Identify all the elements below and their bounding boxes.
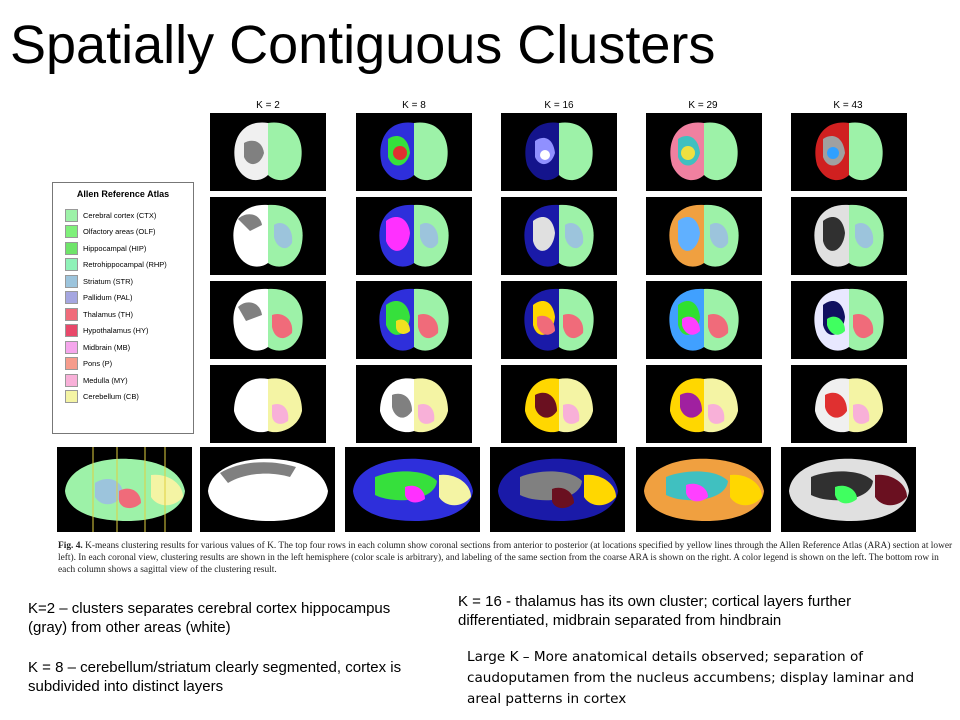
coronal-panel xyxy=(356,197,472,275)
coronal-panel xyxy=(646,281,762,359)
coronal-panel xyxy=(791,365,907,443)
legend-swatch xyxy=(65,324,78,338)
legend-item: Hippocampal (HIP) xyxy=(65,240,193,257)
sagittal-panel xyxy=(200,447,335,532)
coronal-panel xyxy=(501,281,617,359)
coronal-panel xyxy=(210,197,326,275)
coronal-panel xyxy=(356,365,472,443)
coronal-panel xyxy=(501,197,617,275)
legend-swatch xyxy=(65,258,78,272)
column-label-k29: K = 29 xyxy=(688,100,718,111)
atlas-legend: Allen Reference Atlas Cerebral cortex (C… xyxy=(52,182,194,434)
legend-swatch xyxy=(65,208,78,222)
coronal-panel xyxy=(501,365,617,443)
legend-label: Pons (P) xyxy=(83,359,113,369)
sagittal-panel xyxy=(490,447,625,532)
caption-text: K-means clustering results for various v… xyxy=(58,541,953,575)
coronal-panel xyxy=(501,113,617,191)
column-label-k8: K = 8 xyxy=(402,100,426,111)
legend-item: Hypothalamus (HY) xyxy=(65,323,193,340)
coronal-panel xyxy=(791,113,907,191)
figure-caption: Fig. 4. K-means clustering results for v… xyxy=(58,540,958,576)
legend-title: Allen Reference Atlas xyxy=(76,189,170,199)
legend-item: Retrohippocampal (RHP) xyxy=(65,257,193,274)
legend-label: Retrohippocampal (RHP) xyxy=(83,260,167,270)
legend-swatch xyxy=(65,225,78,239)
legend-swatch xyxy=(65,291,78,305)
coronal-panel xyxy=(646,197,762,275)
column-label-k43: K = 43 xyxy=(833,100,863,111)
legend-label: Pallidum (PAL) xyxy=(83,293,133,303)
legend-swatch xyxy=(65,340,78,354)
legend-item: Cerebellum (CB) xyxy=(65,389,193,406)
coronal-panel xyxy=(356,113,472,191)
sagittal-panel xyxy=(636,447,771,532)
legend-item: Pallidum (PAL) xyxy=(65,290,193,307)
legend-items: Cerebral cortex (CTX) Olfactory areas (OL… xyxy=(53,207,193,405)
legend-label: Midbrain (MB) xyxy=(83,342,131,352)
legend-swatch xyxy=(65,357,78,371)
column-label-k16: K = 16 xyxy=(544,100,574,111)
caption-label: Fig. 4. xyxy=(58,541,83,551)
coronal-panel xyxy=(356,281,472,359)
legend-item: Pons (P) xyxy=(65,356,193,373)
legend-label: Olfactory areas (OLF) xyxy=(83,227,156,237)
legend-label: Striatum (STR) xyxy=(83,276,134,286)
legend-label: Thalamus (TH) xyxy=(83,309,134,319)
note-large-k: Large K – More anatomical details observ… xyxy=(467,649,915,707)
legend-swatch xyxy=(65,241,78,255)
legend-swatch xyxy=(65,307,78,321)
legend-label: Hypothalamus (HY) xyxy=(83,326,149,336)
legend-label: Medulla (MY) xyxy=(83,375,128,385)
sagittal-reference-panel xyxy=(57,447,192,532)
legend-swatch xyxy=(65,373,78,387)
note-k2: K=2 – clusters separates cerebral cortex… xyxy=(28,600,391,636)
legend-label: Cerebral cortex (CTX) xyxy=(83,210,157,220)
legend-swatch xyxy=(65,390,78,404)
note-k8: K = 8 – cerebellum/striatum clearly segm… xyxy=(28,659,402,695)
coronal-panel xyxy=(646,113,762,191)
legend-label: Hippocampal (HIP) xyxy=(83,243,147,253)
coronal-panel xyxy=(646,365,762,443)
legend-item: Thalamus (TH) xyxy=(65,306,193,323)
sagittal-panel xyxy=(781,447,916,532)
note-k16: K = 16 - thalamus has its own cluster; c… xyxy=(458,593,852,629)
coronal-panel xyxy=(791,197,907,275)
slide-title: Spatially Contiguous Clusters xyxy=(10,15,716,75)
coronal-panel xyxy=(791,281,907,359)
legend-item: Cerebral cortex (CTX) xyxy=(65,207,193,224)
coronal-panel xyxy=(210,113,326,191)
legend-label: Cerebellum (CB) xyxy=(83,392,139,402)
legend-item: Striatum (STR) xyxy=(65,273,193,290)
legend-item: Olfactory areas (OLF) xyxy=(65,224,193,241)
legend-item: Midbrain (MB) xyxy=(65,339,193,356)
legend-swatch xyxy=(65,274,78,288)
sagittal-panel xyxy=(345,447,480,532)
legend-item: Medulla (MY) xyxy=(65,372,193,389)
coronal-panel xyxy=(210,365,326,443)
column-label-k2: K = 2 xyxy=(256,100,280,111)
coronal-panel xyxy=(210,281,326,359)
